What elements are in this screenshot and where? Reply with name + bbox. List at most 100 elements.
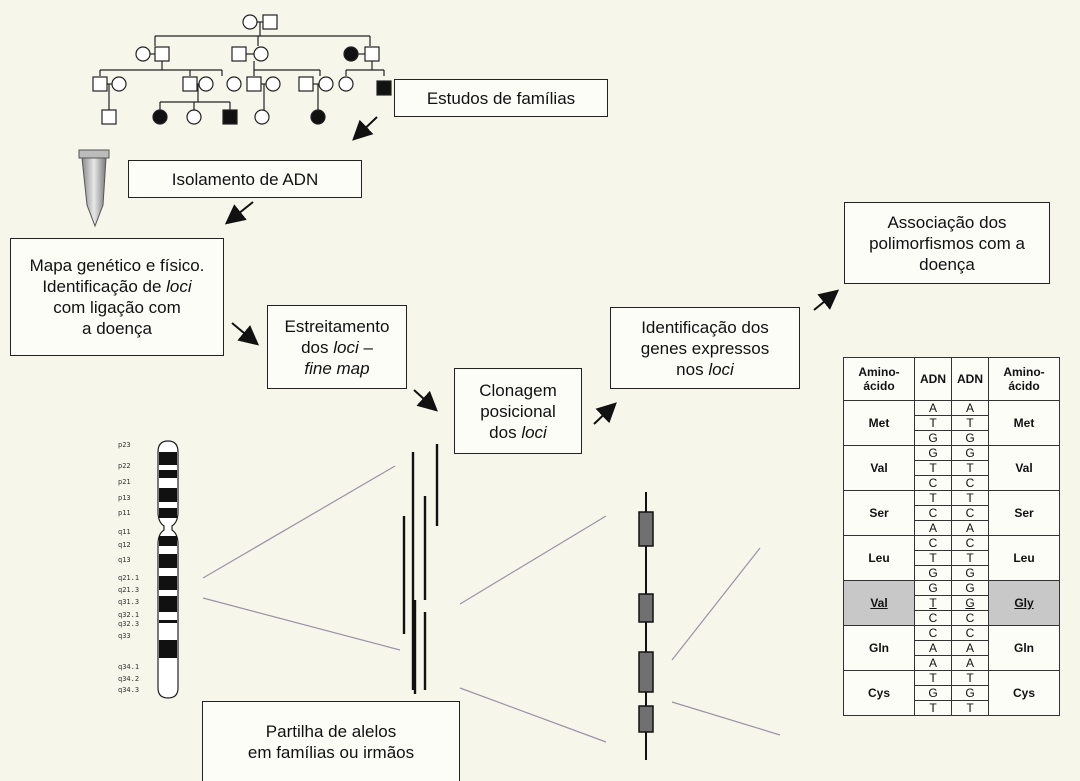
gene-structure	[638, 492, 654, 760]
dna-tube-icon	[78, 149, 110, 228]
box-allele-sharing: Partilha de alelos em famílias ou irmãos	[202, 701, 460, 781]
header-amino-left: Amino-ácido	[843, 357, 915, 401]
nucleotide-dna2: T	[951, 415, 989, 431]
nucleotide-dna1: A	[914, 655, 952, 671]
nucleotide-dna1: T	[914, 670, 952, 686]
amino-acid-right: Cys	[988, 670, 1060, 716]
nucleotide-dna1: A	[914, 640, 952, 656]
nucleotide-dna2: C	[951, 625, 989, 641]
nucleotide-dna2: C	[951, 535, 989, 551]
arrow-isolation-to-map	[224, 201, 254, 225]
genetic-map-line1: Mapa genético e físico.	[29, 256, 205, 275]
nucleotide-dna1: G	[914, 685, 952, 701]
nucleotide-dna2: C	[951, 505, 989, 521]
chromosome-band-label: q11	[118, 528, 131, 536]
header-amino-right: Amino-ácido	[988, 357, 1060, 401]
amino-acid-left: Leu	[843, 535, 915, 581]
nucleotide-dna2: G	[951, 685, 989, 701]
genes-line3: nos loci	[676, 359, 734, 379]
amino-acid-right: Ser	[988, 490, 1060, 536]
nucleotide-dna1: G	[914, 430, 952, 446]
nucleotide-dna2: G	[951, 430, 989, 446]
nucleotide-dna1: C	[914, 505, 952, 521]
amino-acid-right: Met	[988, 400, 1060, 446]
amino-acid-left: Met	[843, 400, 915, 446]
allele-sharing-line2: em famílias ou irmãos	[247, 742, 415, 762]
amino-acid-right: Leu	[988, 535, 1060, 581]
nucleotide-dna1: T	[914, 415, 952, 431]
nucleotide-dna1: C	[914, 610, 952, 626]
nucleotide-dna2: A	[951, 640, 989, 656]
nucleotide-dna1: T	[914, 460, 952, 476]
amino-acid-right: Val	[988, 445, 1060, 491]
pedigree-chart	[92, 14, 392, 125]
arrow-family-to-isolation	[352, 116, 378, 141]
nucleotide-dna1: C	[914, 475, 952, 491]
chromosome-band-label: q34.3	[118, 686, 140, 694]
box-narrowing: Estreitamento dos loci – fine map	[267, 305, 407, 389]
chromosome-band-label: p13	[118, 494, 131, 502]
box-association: Associação dos polimorfismos com a doenç…	[844, 202, 1050, 284]
nucleotide-dna2: C	[951, 475, 989, 491]
nucleotide-dna1: T	[914, 700, 952, 716]
arrow-map-to-narrowing	[231, 322, 260, 346]
arrow-cloning-to-genes	[593, 402, 617, 425]
amino-acid-left: Val	[843, 445, 915, 491]
nucleotide-dna2: G	[951, 565, 989, 581]
genetic-map-line2: Identificação de loci	[42, 277, 192, 296]
amino-acid-left: Gln	[843, 625, 915, 671]
header-dna-2: ADN	[951, 357, 989, 401]
amino-acid-left: Cys	[843, 670, 915, 716]
nucleotide-dna2: T	[951, 490, 989, 506]
codon-table-header: Amino-ácido ADN ADN Amino-ácido	[843, 357, 1060, 401]
nucleotide-dna1: T	[914, 490, 952, 506]
nucleotide-dna2: A	[951, 520, 989, 536]
narrowing-line2: dos loci –	[301, 337, 373, 357]
box-positional-cloning: Clonagem posicional dos loci	[454, 368, 582, 454]
nucleotide-dna2: T	[951, 670, 989, 686]
dna-isolation-label: Isolamento de ADN	[171, 169, 319, 189]
genetic-map-line4: a doença	[82, 319, 152, 338]
box-genetic-map: Mapa genético e físico. Identificação de…	[10, 238, 224, 356]
cloning-line3: dos loci	[489, 422, 547, 442]
chromosome-band-label: p22	[118, 462, 131, 470]
cloning-line2: posicional	[480, 401, 556, 421]
amino-acid-right: Gln	[988, 625, 1060, 671]
allele-sharing-line1: Partilha de alelos	[265, 721, 397, 741]
nucleotide-dna1: C	[914, 625, 952, 641]
nucleotide-dna2: T	[951, 550, 989, 566]
amino-acid-right: Gly	[988, 580, 1060, 626]
nucleotide-dna1: C	[914, 535, 952, 551]
chromosome-band-label: q34.2	[118, 675, 140, 683]
nucleotide-dna1: A	[914, 400, 952, 416]
clone-contig	[402, 444, 439, 694]
narrowing-line1: Estreitamento	[284, 316, 390, 336]
chromosome-band-label: q32.1	[118, 611, 140, 619]
chromosome-band-label: p21	[118, 478, 131, 486]
narrowing-line3: fine map	[304, 358, 370, 378]
nucleotide-dna2: G	[951, 580, 989, 596]
chromosome-band-label: q34.1	[118, 663, 140, 671]
flow-arrows	[224, 116, 840, 425]
nucleotide-dna2: T	[951, 460, 989, 476]
chromosome-ideogram	[157, 440, 179, 699]
genes-line2: genes expressos	[640, 338, 770, 358]
chromosome-band-label: q33	[118, 632, 131, 640]
nucleotide-dna1: G	[914, 580, 952, 596]
chromosome-band-label: q21.3	[118, 586, 140, 594]
nucleotide-dna2: T	[951, 700, 989, 716]
chromosome-band-label: p23	[118, 441, 131, 449]
box-dna-isolation: Isolamento de ADN	[128, 160, 362, 198]
